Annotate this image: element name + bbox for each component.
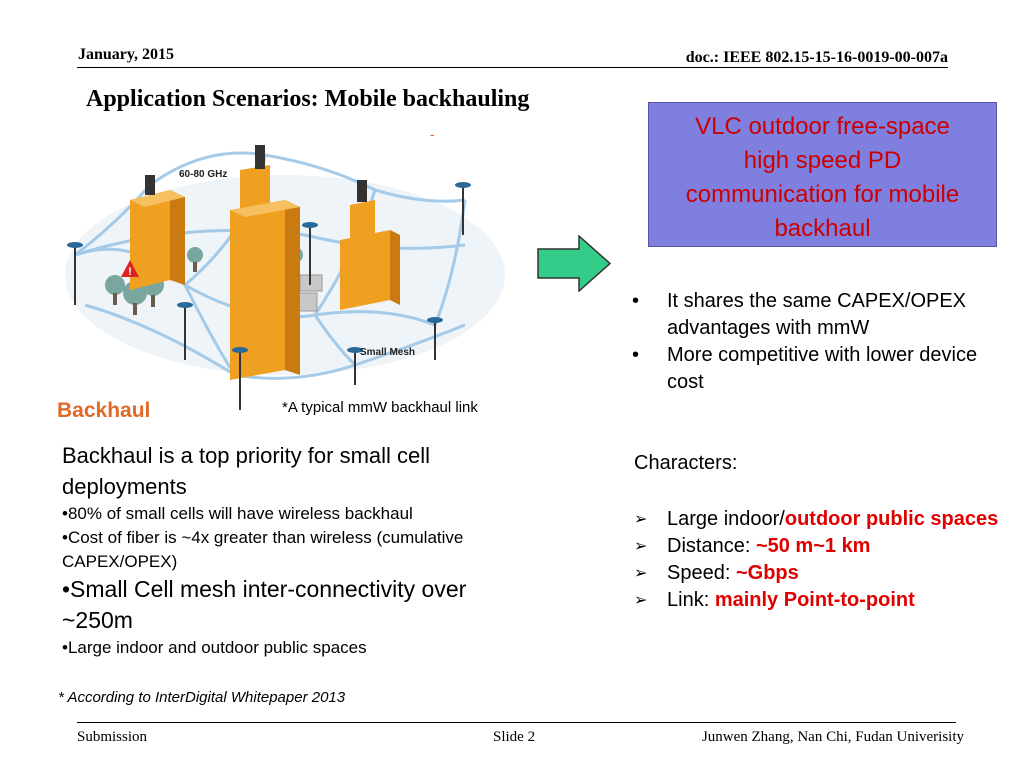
vlc-line: communication for mobile	[685, 181, 960, 208]
list-item: • It shares the same CAPEX/OPEX advantag…	[632, 288, 1002, 342]
list-item: ➢ Large indoor/outdoor public spaces	[634, 506, 1004, 533]
char-label: Speed:	[667, 562, 736, 584]
arrowhead-bullet-icon: ➢	[634, 538, 648, 555]
illustration-dash: -	[430, 126, 435, 142]
backhaul-label: Backhaul	[57, 399, 150, 422]
header-rule	[77, 67, 948, 68]
list-item: ➢ Link: mainly Point-to-point	[634, 587, 1004, 614]
list-item-text: More competitive with lower device cost	[667, 344, 978, 393]
notes-item: •Small Cell mesh inter-connectivity over…	[62, 576, 467, 633]
footer-slide-number: Slide 2	[493, 729, 536, 745]
char-label: Large indoor/	[667, 508, 785, 530]
building-center	[230, 145, 300, 380]
char-value: mainly Point-to-point	[714, 589, 915, 611]
vlc-highlight-box: VLC outdoor free-space high speed PD com…	[648, 102, 997, 247]
header-date: January, 2015	[78, 46, 175, 63]
mesh-label: Small Mesh	[360, 347, 415, 358]
char-value: ~50 m~1 km	[755, 535, 871, 557]
small-cell-poles	[74, 185, 464, 410]
backhaul-illustration: ! 60-80 GHz Small Mesh - Backhaul	[57, 126, 505, 422]
char-value: outdoor public spaces	[784, 508, 999, 530]
char-value: ~Gbps	[735, 562, 799, 584]
char-label: Link:	[667, 589, 715, 611]
footer-rule	[77, 722, 956, 723]
backhaul-notes: Backhaul is a top priority for small cel…	[62, 440, 542, 660]
arrowhead-bullet-icon: ➢	[634, 592, 648, 609]
list-item: • More competitive with lower device cos…	[632, 342, 1002, 396]
building-left	[130, 175, 185, 290]
list-item: ➢ Speed: ~Gbps	[634, 560, 1004, 587]
header-doc-id: doc.: IEEE 802.15-15-16-0019-00-007a	[685, 49, 948, 66]
building-right	[340, 180, 400, 310]
bullet-marker: •	[632, 290, 640, 312]
advantages-list: • It shares the same CAPEX/OPEX advantag…	[632, 288, 1002, 396]
right-arrow-icon	[537, 235, 612, 292]
svg-text:!: !	[128, 266, 132, 278]
char-label: Distance:	[667, 535, 756, 557]
vlc-line: VLC outdoor free-space	[695, 113, 950, 140]
arrowhead-bullet-icon: ➢	[634, 565, 648, 582]
warning-icon	[121, 260, 139, 277]
list-item: ➢ Distance: ~50 m~1 km	[634, 533, 1004, 560]
characters-heading: Characters:	[634, 452, 738, 474]
bullet-marker: •	[632, 344, 640, 366]
notes-heading: Backhaul is a top priority for small cel…	[62, 443, 431, 499]
footer-authors: Junwen Zhang, Nan Chi, Fudan Univerisity	[701, 729, 964, 745]
notes-item: •Cost of fiber is ~4x greater than wirel…	[62, 528, 464, 571]
freq-label: 60-80 GHz	[179, 169, 227, 180]
notes-item: •Large indoor and outdoor public spaces	[62, 638, 367, 657]
footer-submission: Submission	[77, 729, 148, 745]
vlc-line: high speed PD	[743, 147, 902, 174]
list-item-text: It shares the same CAPEX/OPEX advantages…	[667, 290, 967, 339]
notes-item: •80% of small cells will have wireless b…	[62, 504, 413, 523]
slide-title: Application Scenarios: Mobile backhaulin…	[86, 86, 530, 112]
arrowhead-bullet-icon: ➢	[634, 511, 648, 528]
illustration-caption: *A typical mmW backhaul link	[282, 399, 478, 416]
characters-list: ➢ Large indoor/outdoor public spaces ➢ D…	[634, 506, 1004, 614]
footnote: * According to InterDigital Whitepaper 2…	[58, 689, 346, 706]
vlc-line: backhaul	[774, 215, 871, 242]
